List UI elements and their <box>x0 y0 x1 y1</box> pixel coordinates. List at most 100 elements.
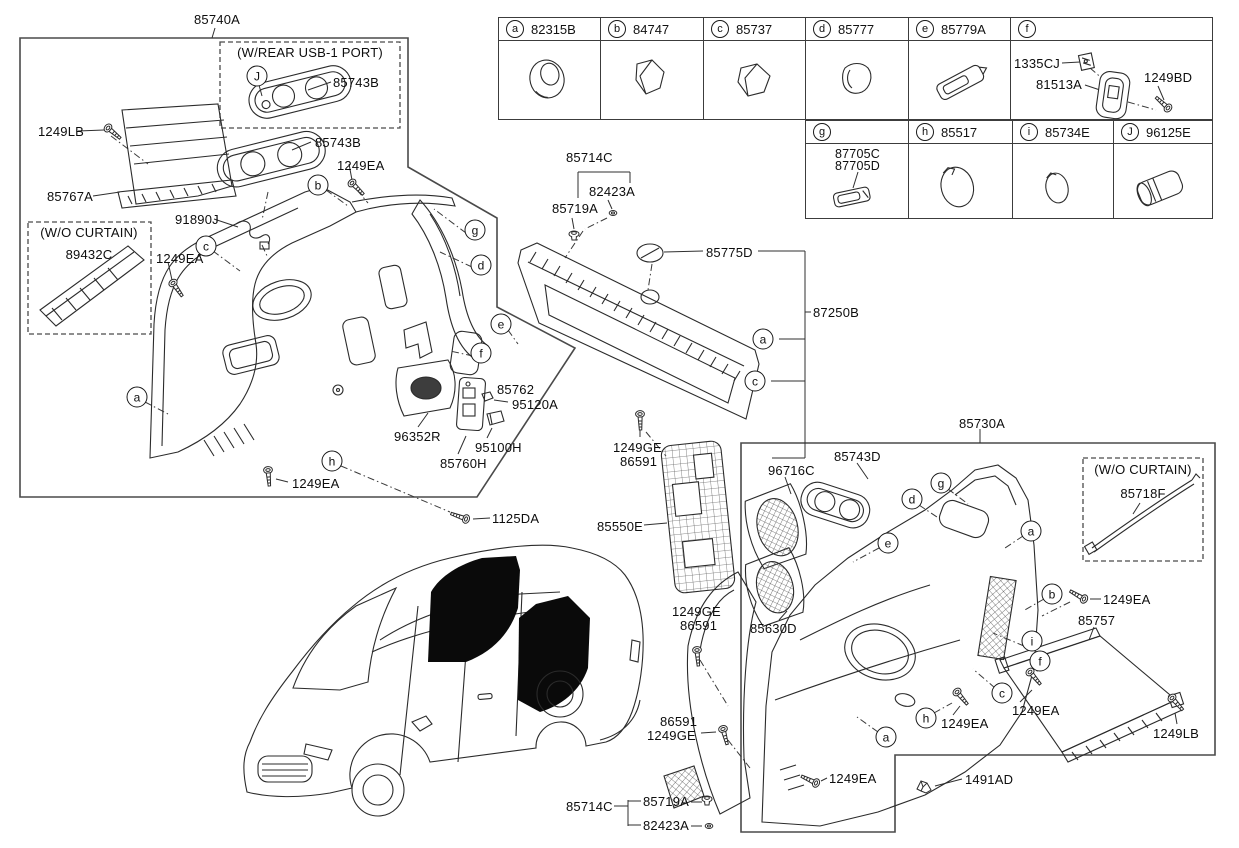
back-trim-panel-87250B <box>517 242 760 420</box>
table-part-glyphs <box>529 52 1184 208</box>
callout-g: g <box>813 123 831 141</box>
screw-icon <box>634 409 646 431</box>
table-header-b: b 84747 <box>601 18 704 41</box>
part-label-82423A-top: 82423A <box>589 184 636 199</box>
grommet-85517-icon <box>940 166 975 208</box>
part-label-1249EA-r1: 1249EA <box>1103 592 1151 607</box>
bracket-85779A-icon <box>936 64 988 101</box>
table-cell-f <box>1011 41 1212 119</box>
part-label-1249EA-usb: 1249EA <box>337 158 385 173</box>
part-label-85714C-top: 85714C <box>566 150 613 165</box>
part-label-82423A-bot: 82423A <box>643 818 690 833</box>
screw-icon <box>102 121 124 143</box>
part-label-85743B-usb: 85743B <box>333 75 380 90</box>
part-number: 85779A <box>941 21 986 37</box>
part-label-95100H: 95100H <box>475 440 522 455</box>
handle-87705-icon <box>832 186 871 208</box>
right-quarter-trim-panel <box>761 464 1039 827</box>
sill-89432C <box>39 245 145 327</box>
part-label-1249EA-r4: 1249EA <box>829 771 877 786</box>
callout-f: f <box>1018 20 1036 38</box>
clip-85777-icon <box>842 62 872 94</box>
tray-85743B-usb <box>248 65 352 119</box>
jack-95100H <box>486 410 505 426</box>
table-cell-g <box>806 144 909 218</box>
callout-b: b <box>307 174 329 196</box>
part-label-89432C: 89432C <box>65 247 113 262</box>
grommet-82315B-icon <box>529 59 565 99</box>
callout-b: b <box>608 20 626 38</box>
clip-84747-icon <box>635 59 665 95</box>
table-cell-h <box>909 144 1013 218</box>
bracket-85760H <box>456 376 486 432</box>
part-label-85740A: 85740A <box>193 12 241 27</box>
part-label-87250B: 87250B <box>813 305 860 320</box>
callout-d: d <box>901 488 923 510</box>
grommet-icon <box>701 795 713 806</box>
part-label-85743B: 85743B <box>315 135 362 150</box>
table-header-g: g <box>806 121 909 144</box>
pillar-trim-right <box>663 571 757 815</box>
part-label-1249GE-top: 1249GE <box>613 440 662 455</box>
table-cell-a <box>499 41 601 119</box>
callout-a: a <box>506 20 524 38</box>
callout-f: f <box>1029 650 1051 672</box>
grommet-85734E-icon <box>1045 172 1069 204</box>
wo-curtain-box-right <box>1082 457 1204 562</box>
part-number: 96125E <box>1146 124 1191 140</box>
part-label-1249GE-mid: 1249GE <box>672 604 721 619</box>
screw-icon <box>262 465 275 487</box>
curtain-panel-85767A <box>117 103 237 209</box>
part-label-1249LB-right: 1249LB <box>1153 726 1200 741</box>
part-label-85630D: 85630D <box>750 621 797 636</box>
clip-95120A <box>481 391 494 402</box>
part-label-85743D: 85743D <box>834 449 881 464</box>
part-label-85757: 85757 <box>1078 613 1116 628</box>
part-label-96352R: 96352R <box>394 429 441 444</box>
tray-85743B <box>216 130 326 188</box>
callout-c: c <box>991 682 1013 704</box>
left-quarter-trim-panel <box>149 186 489 459</box>
table-header-f: f <box>1011 18 1212 41</box>
callout-g: g <box>930 472 952 494</box>
callout-i: i <box>1020 123 1038 141</box>
part-label-87705D: 87705D <box>835 159 880 173</box>
grille-96716C <box>744 483 808 570</box>
part-label-96716C: 96716C <box>768 463 815 478</box>
part-label-1249GE-bot: 1249GE <box>647 728 696 743</box>
part-label-87705C: 87705C <box>835 147 880 161</box>
table-header-J: J 96125E <box>1114 121 1212 144</box>
wo-curtain-box-left <box>27 221 152 335</box>
callout-a: a <box>875 726 897 748</box>
callout-c: c <box>744 370 766 392</box>
table-cell-J <box>1114 144 1212 218</box>
leader-dashdot <box>110 67 1157 769</box>
part-label-86591-top: 86591 <box>620 454 658 469</box>
callout-c: c <box>195 235 217 257</box>
screw-icon <box>1067 586 1090 606</box>
part-label-91890J: 91890J <box>175 212 219 227</box>
callout-e: e <box>916 20 934 38</box>
screw-icon <box>799 771 822 789</box>
option-note-rear-usb: (W/REAR USB-1 PORT) <box>237 45 383 60</box>
nut-icon <box>704 823 714 829</box>
clip-icon <box>916 780 932 794</box>
callout-h: h <box>916 123 934 141</box>
part-number: 84747 <box>633 21 670 37</box>
trim-highlight-left <box>428 556 520 662</box>
callout-a: a <box>126 386 148 408</box>
part-label-85719A-bot: 85719A <box>643 794 690 809</box>
part-label-85767A: 85767A <box>47 189 94 204</box>
part-label-1125DA: 1125DA <box>492 511 540 526</box>
callout-J: J <box>1121 123 1139 141</box>
part-label-81513A: 81513A <box>1036 77 1083 92</box>
part-label-1249EA-r2: 1249EA <box>941 716 989 731</box>
part-label-86591-mid: 86591 <box>680 618 718 633</box>
part-label-1249EA-r3: 1249EA <box>1012 703 1060 718</box>
wiring-91890J <box>235 220 271 250</box>
mesh-panel-85550E <box>660 440 736 594</box>
